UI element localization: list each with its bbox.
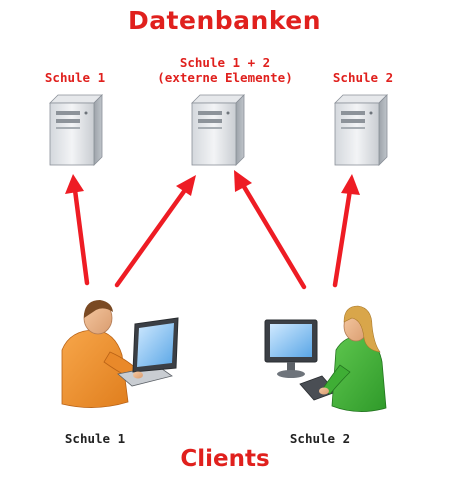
laptop-user-icon: [61, 300, 179, 408]
arrow-icon: [234, 170, 307, 290]
server-label-schule-1: Schule 1: [44, 70, 106, 85]
server-label-shared: Schule 1 + 2 (externe Elemente): [145, 55, 305, 85]
server-icon: [49, 94, 103, 166]
server-icon: [191, 94, 245, 166]
arrow-icon: [114, 175, 196, 288]
server-label-schule-2: Schule 2: [332, 70, 394, 85]
server-label-shared-name: Schule 1 + 2: [179, 55, 271, 70]
arrows: [65, 170, 360, 290]
clients-heading: Clients: [180, 446, 270, 472]
client-label-schule-2: Schule 2: [289, 431, 351, 446]
server-icon: [334, 94, 388, 166]
server-label-shared-sub: (externe Elemente): [157, 70, 293, 85]
arrow-icon: [332, 174, 360, 288]
client-label-schule-1: Schule 1: [64, 431, 126, 446]
diagram-title: Datenbanken: [127, 6, 322, 35]
arrow-icon: [65, 174, 90, 286]
desktop-user-icon: [264, 305, 387, 412]
